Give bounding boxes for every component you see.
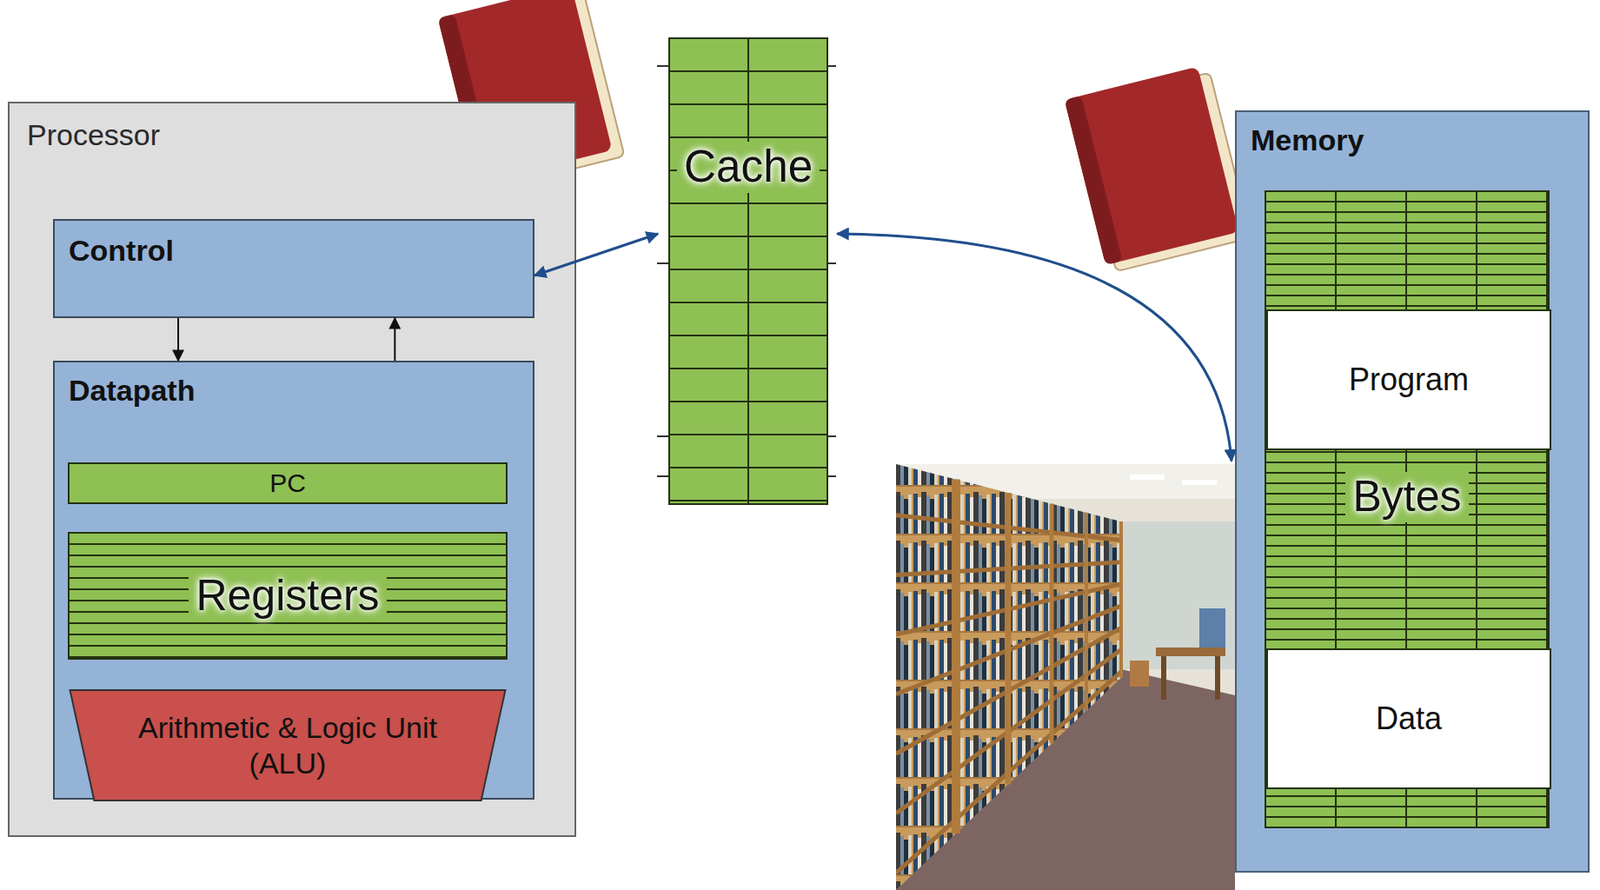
node-label: Registers <box>188 570 386 622</box>
node-label: PC <box>269 467 306 499</box>
connector-arrow <box>177 318 180 361</box>
node-label: Control <box>68 232 174 269</box>
node-label: Datapath <box>68 372 195 409</box>
alu-trapezoid: Arithmetic & Logic Unit (ALU) <box>67 689 508 802</box>
data-region: Data <box>1266 648 1552 790</box>
program-region: Program <box>1266 309 1552 451</box>
node-label: Arithmetic & Logic Unit (ALU) <box>96 710 479 782</box>
pc-register: PC <box>67 462 508 505</box>
memory-box: MemoryBytes ProgramData <box>1234 110 1590 873</box>
node-label: Memory <box>1250 122 1364 159</box>
node-label: Program <box>1348 360 1469 399</box>
node-label: Bytes <box>1345 471 1468 523</box>
connector-arrow <box>836 233 1232 461</box>
book-icon <box>1064 64 1252 274</box>
register-file: Registers <box>67 531 508 660</box>
node-label: Processor <box>26 117 160 153</box>
control-box: Control <box>53 219 535 319</box>
connector-arrow <box>534 233 658 276</box>
node-label: Data <box>1375 699 1442 737</box>
library-photo <box>896 464 1235 890</box>
cache-block: Cache <box>668 37 829 505</box>
processor-box: ProcessorControlDatapathPC RegistersArith… <box>7 101 577 837</box>
byte-grid: Bytes ProgramData <box>1264 190 1550 829</box>
alu-shape <box>67 689 508 802</box>
datapath-box: DatapathPC RegistersArithmetic & Logic Un… <box>53 360 535 800</box>
connector-arrow <box>393 318 396 361</box>
node-label: Cache <box>677 141 820 193</box>
